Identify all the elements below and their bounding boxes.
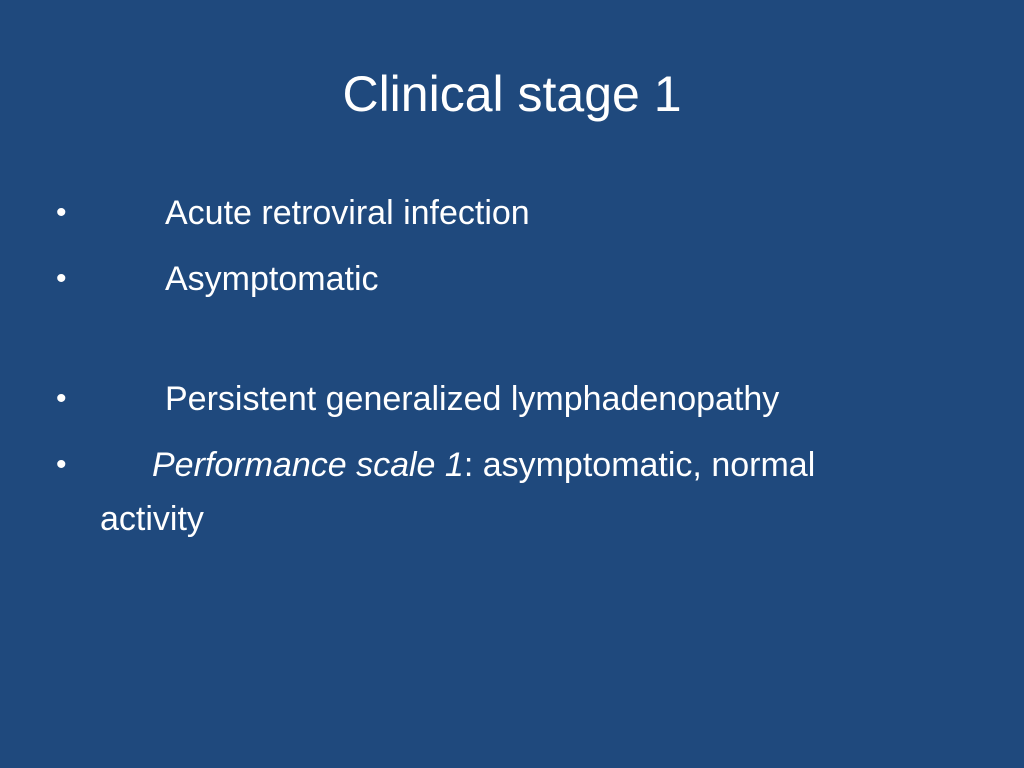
slide-title: Clinical stage 1 — [342, 66, 682, 122]
bullet-text: Acute retroviral infection — [165, 194, 530, 232]
bullet-continuation: activity — [100, 500, 204, 538]
bullet-text: Persistent generalized lymphadenopathy — [165, 380, 780, 418]
bullet-text: Performance scale 1: asymptomatic, norma… — [152, 436, 815, 494]
bullet-icon: • — [56, 382, 67, 415]
bullet-text: Asymptomatic — [165, 260, 379, 298]
performance-scale-label: Performance scale 1 — [152, 446, 464, 484]
bullet-icon: • — [56, 262, 67, 295]
performance-scale-description: : asymptomatic, normal — [463, 446, 816, 484]
bullet-icon: • — [56, 196, 67, 229]
bullet-icon: • — [56, 448, 67, 481]
